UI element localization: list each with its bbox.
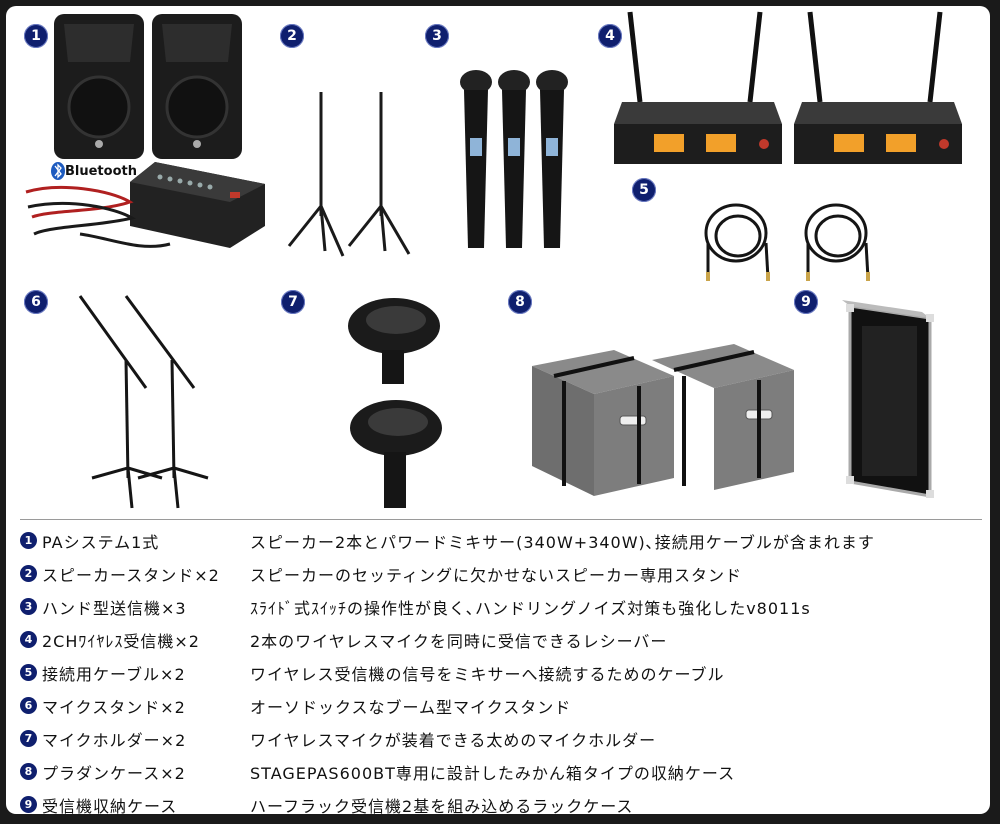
speaker-stands-image [287,92,411,257]
speaker-left [54,14,144,159]
item-number: 2 [20,565,37,582]
photo-badge-1: 1 [24,24,48,48]
list-item-3: 3 ハンド型送信機×3 ｽﾗｲﾄﾞ式ｽｲｯﾁの操作性が良く､ハンドリングノイズ対… [20,590,980,623]
item-name: 受信機収納ケース [42,796,178,815]
item-description: STAGEPAS600BT専用に設計したみかん箱タイプの収納ケース [250,763,736,783]
mic-holder-bottom [350,400,442,508]
connection-cables-image [704,203,870,281]
handheld-transmitters-image [460,70,568,248]
list-item-7: 7 マイクホルダー×2 ワイヤレスマイクが装着できる太めのマイクホルダー [20,722,980,755]
handheld-mic-2 [498,70,530,248]
item-name: PAシステム1式 [42,532,160,552]
handheld-mic-3 [536,70,568,248]
item-number: 4 [20,631,37,648]
item-name: 2CHﾜｲﾔﾚｽ受信機×2 [42,631,200,651]
list-item-8: 8 プラダンケース×2 STAGEPAS600BT専用に設計したみかん箱タイプの… [20,755,980,788]
item-name: マイクホルダー×2 [42,730,187,750]
item-description: ｽﾗｲﾄﾞ式ｽｲｯﾁの操作性が良く､ハンドリングノイズ対策も強化したv8011s [250,598,811,618]
list-item-4: 4 2CHﾜｲﾔﾚｽ受信機×2 2本のワイヤレスマイクを同時に受信できるレシーバ… [20,623,980,656]
item-list: 1 PAシステム1式 スピーカー2本とパワードミキサー(340W+340W)､接… [20,524,980,814]
case-left [532,350,674,496]
list-item-2: 2 スピーカースタンド×2 スピーカーのセッティングに欠かせないスピーカー専用ス… [20,557,980,590]
photo-badge-7: 7 [281,290,305,314]
item-number: 8 [20,763,37,780]
photo-badge-2: 2 [280,24,304,48]
list-item-6: 6 マイクスタンド×2 オーソドックスなブーム型マイクスタンド [20,689,980,722]
bluetooth-label: Bluetooth [65,164,137,179]
plastic-cases-image [532,344,794,496]
product-set-frame: 1 2 3 4 5 6 7 8 9 [6,6,990,814]
item-name: 接続用ケーブル×2 [42,664,186,684]
item-description: オーソドックスなブーム型マイクスタンド [250,697,572,717]
photo-badge-3: 3 [425,24,449,48]
item-number: 7 [20,730,37,747]
photo-badge-9: 9 [794,290,818,314]
item-description: スピーカー2本とパワードミキサー(340W+340W)､接続用ケーブルが含まれま… [250,532,875,552]
item-description: ハーフラック受信機2基を組み込めるラックケース [250,796,634,815]
list-item-9: 9 受信機収納ケース ハーフラック受信機2基を組み込めるラックケース [20,788,980,814]
item-description: 2本のワイヤレスマイクを同時に受信できるレシーバー [250,631,668,651]
item-number: 1 [20,532,37,549]
speaker-cables [25,186,171,248]
list-item-5: 5 接続用ケーブル×2 ワイヤレス受信機の信号をミキサーへ接続するためのケーブル [20,656,980,689]
photo-badge-8: 8 [508,290,532,314]
powered-mixer [130,162,265,248]
bluetooth-icon [51,162,65,180]
list-divider [20,519,982,520]
case-right [652,344,794,490]
item-number: 9 [20,796,37,813]
speaker-right [152,14,242,159]
wireless-receivers-image [614,11,962,164]
item-number: 6 [20,697,37,714]
item-name: スピーカースタンド×2 [42,565,220,585]
item-description: ワイヤレスマイクが装着できる太めのマイクホルダー [250,730,657,750]
handheld-mic-1 [460,70,492,248]
pa-system-image [25,14,265,248]
item-description: ワイヤレス受信機の信号をミキサーへ接続するためのケーブル [250,664,725,684]
list-item-1: 1 PAシステム1式 スピーカー2本とパワードミキサー(340W+340W)､接… [20,524,980,557]
item-number: 3 [20,598,37,615]
mic-stands-image [78,295,209,509]
receiver-right [794,11,962,164]
item-name: マイクスタンド×2 [42,697,186,717]
item-name: ハンド型送信機×3 [42,598,187,618]
mic-holders-image [348,298,442,508]
photo-badge-5: 5 [632,178,656,202]
photo-badge-4: 4 [598,24,622,48]
item-description: スピーカーのセッティングに欠かせないスピーカー専用スタンド [250,565,743,585]
item-number: 5 [20,664,37,681]
receiver-left [614,11,782,164]
mic-holder-top [348,298,440,384]
item-name: プラダンケース×2 [42,763,186,783]
photo-badge-6: 6 [24,290,48,314]
rack-case-image [842,300,934,498]
